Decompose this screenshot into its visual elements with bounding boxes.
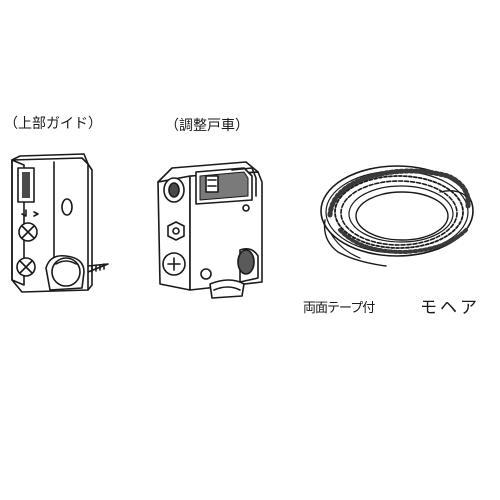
mohair-label: モヘア [420,298,480,318]
double-sided-tape-label: 両面テープ付 [303,301,375,316]
upper-guide-label: （上部ガイド） [4,116,102,132]
adjust-roller-label: （調整戸車） [165,118,249,134]
